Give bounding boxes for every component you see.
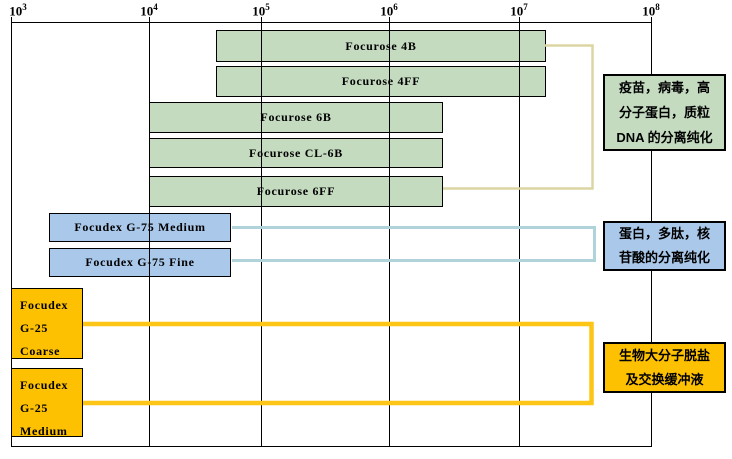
bar-focurose-6b: Focurose 6B [149,102,443,133]
annotation-box-g25: 生物大分子脱盐 及交换缓冲液 [603,342,726,393]
bar-focurose-4ff: Focurose 4FF [216,66,546,97]
annotation-text-g75: 蛋白，多肽，核 苷酸的分离纯化 [618,226,710,265]
bar-focurose-cl-6b: Focurose CL-6B [149,138,443,168]
bar-focudex-g-25-coarse: Focudex G-25 Coarse [11,288,83,359]
annotation-box-g75: 蛋白，多肽，核 苷酸的分离纯化 [603,221,726,271]
annotation-text-focurose: 疫苗，病毒，高 分子蛋白，质粒 DNA 的分离纯化 [616,80,713,145]
bar-focudex-g-25-medium: Focudex G-25 Medium [11,368,83,438]
bar-focudex-g-75-medium: Focudex G-75 Medium [49,213,231,242]
bar-focudex-g-75-fine: Focudex G-75 Fine [49,248,231,277]
bar-focurose-4b: Focurose 4B [216,30,546,62]
bar-focurose-6ff: Focurose 6FF [149,176,443,207]
annotation-text-g25: 生物大分子脱盐 及交换缓冲液 [618,347,710,387]
annotation-box-focurose: 疫苗，病毒，高 分子蛋白，质粒 DNA 的分离纯化 [603,74,726,151]
